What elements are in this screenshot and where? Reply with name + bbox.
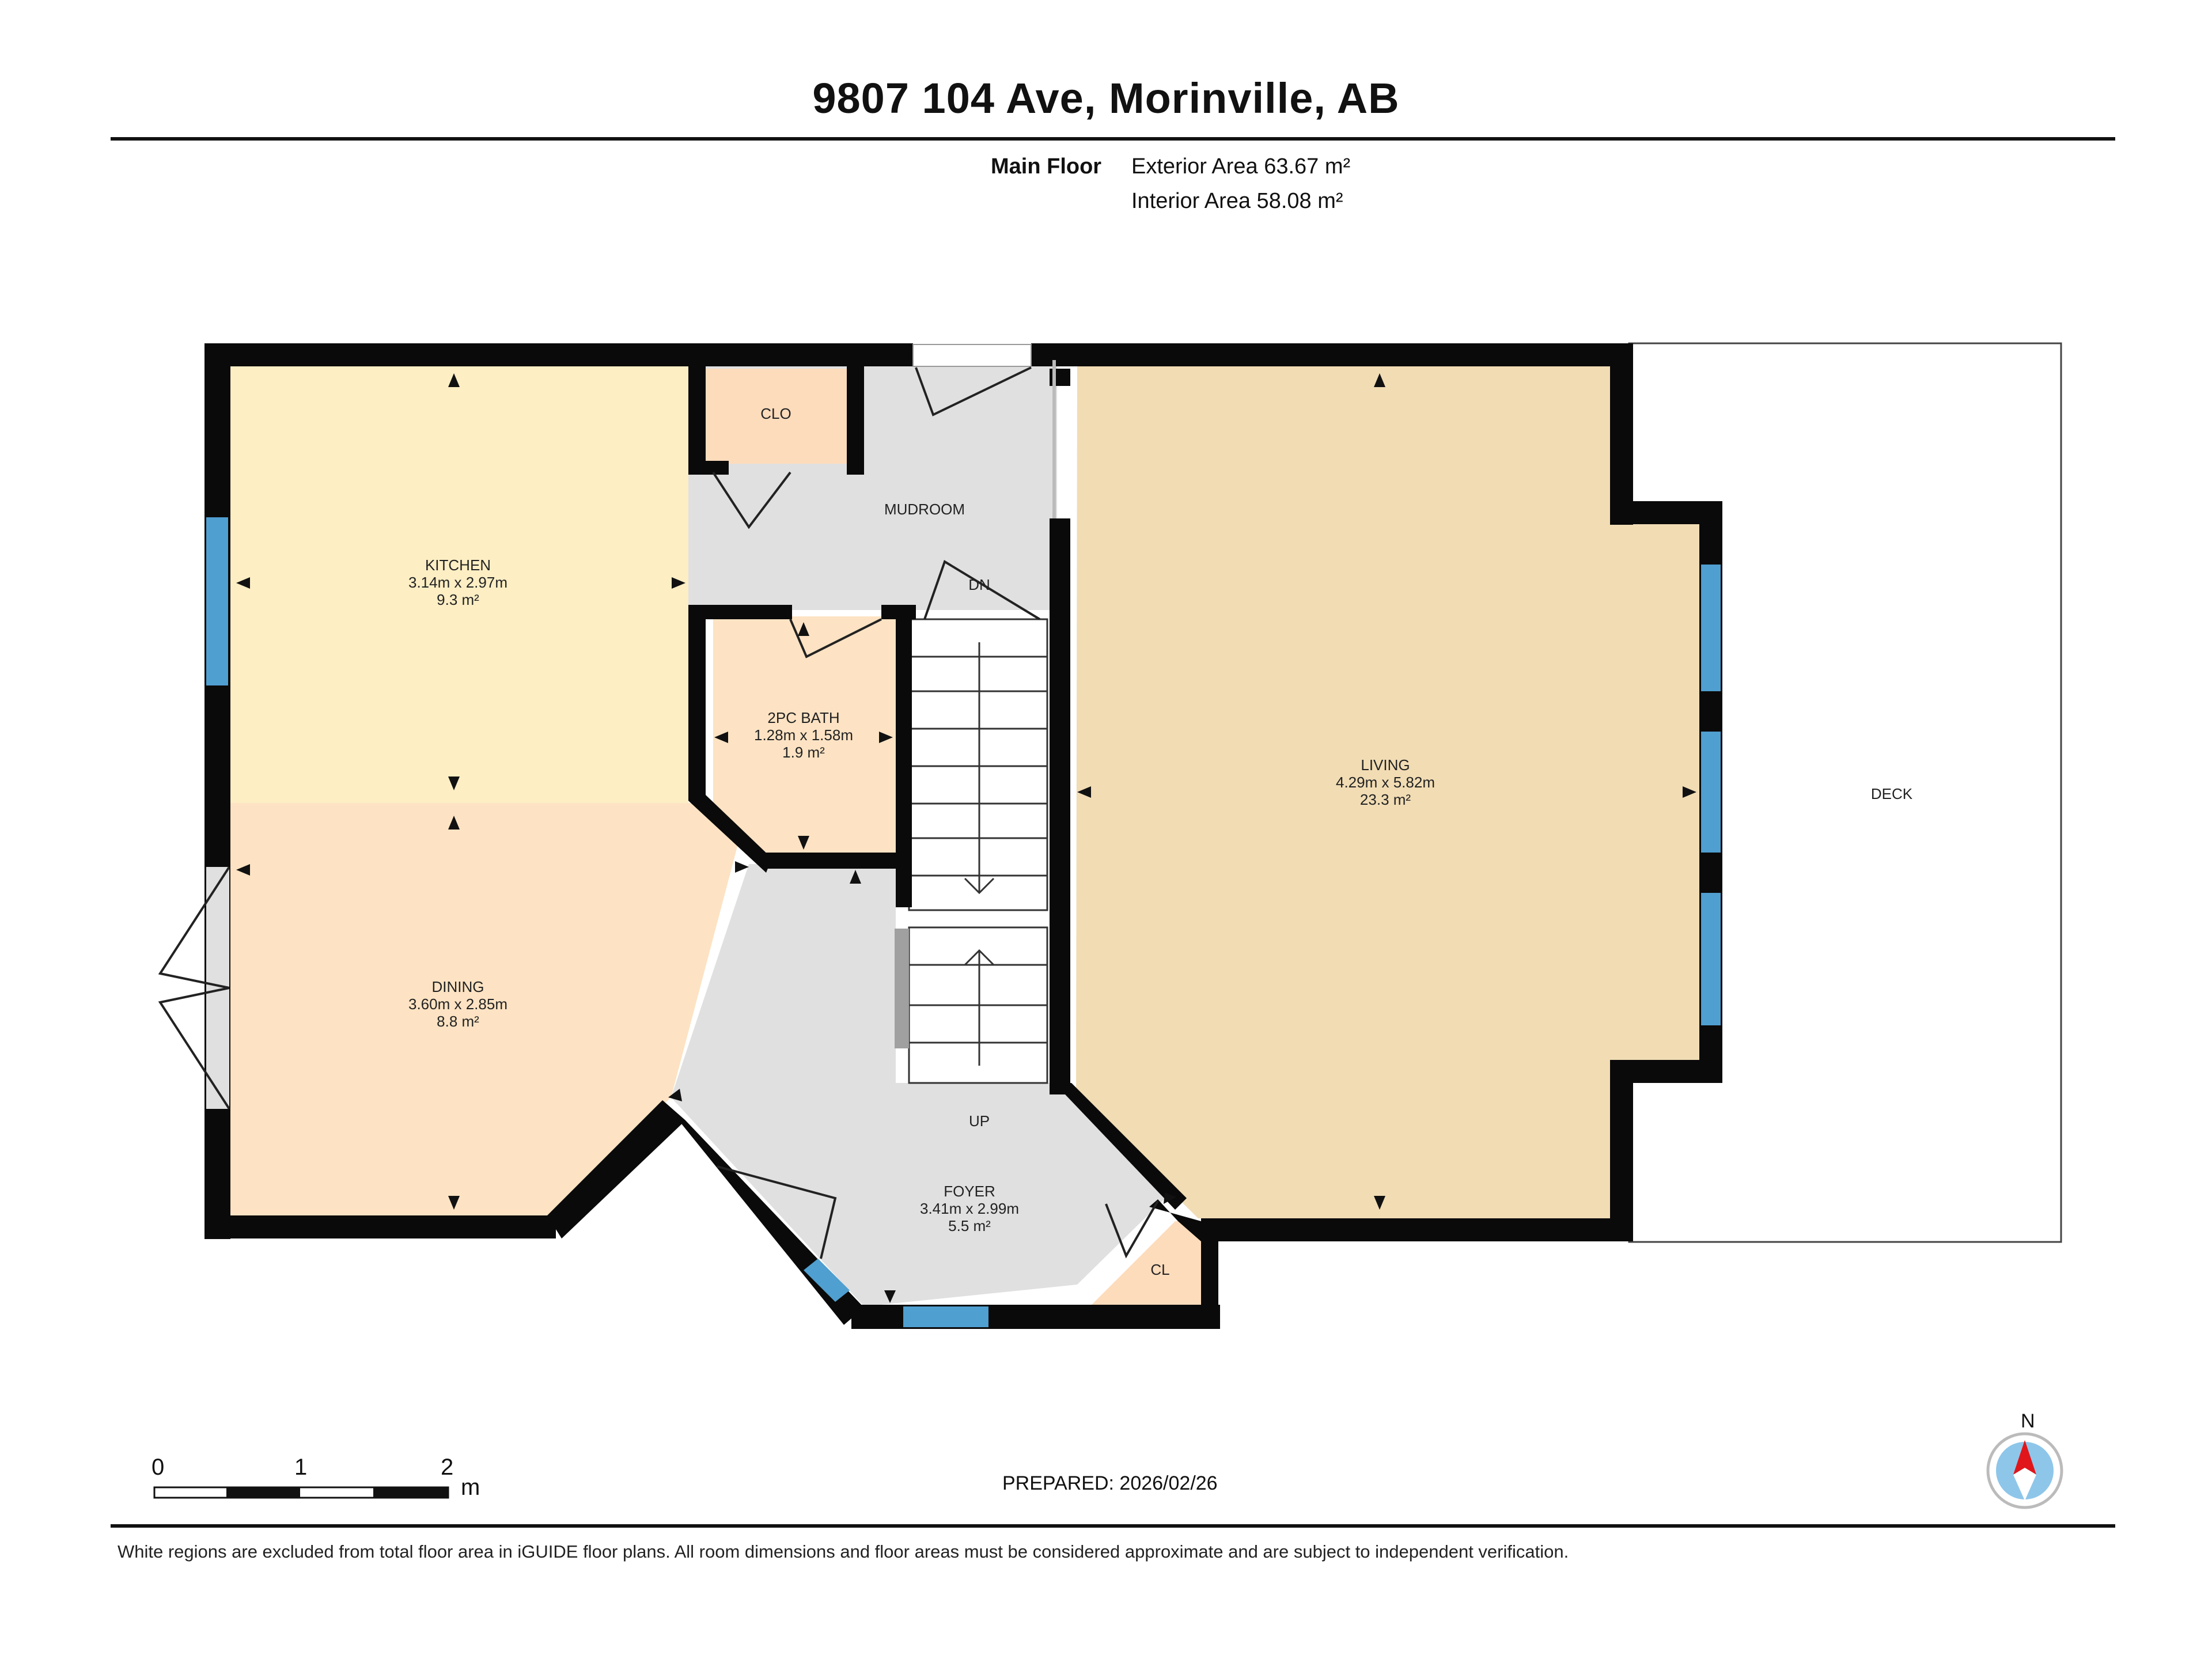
windows: [206, 517, 1721, 1327]
footer-divider: [111, 1524, 2115, 1528]
foyer-area: 5.5 m²: [948, 1217, 991, 1234]
dining-name: DINING: [432, 978, 484, 995]
stair-rail: [895, 929, 909, 1048]
scale-bar: [153, 1486, 449, 1499]
scale-tick-1: 1: [294, 1455, 308, 1480]
foyer-fill: [671, 864, 1168, 1306]
stairs-up-label: UP: [969, 1112, 990, 1130]
foyer-name: FOYER: [944, 1183, 995, 1200]
living-fill: [1076, 365, 1699, 1218]
living-area: 23.3 m²: [1360, 791, 1411, 808]
kitchen-name: KITCHEN: [425, 556, 491, 574]
bath-name: 2PC BATH: [767, 709, 839, 726]
header-divider: [111, 137, 2115, 141]
bath-area: 1.9 m²: [782, 744, 825, 761]
living-name: LIVING: [1361, 756, 1410, 774]
kitchen-fill: [219, 365, 688, 803]
bath-fill: [713, 616, 896, 858]
dining-fill: [219, 803, 749, 1215]
page-title: 9807 104 Ave, Morinville, AB: [812, 74, 1400, 122]
stairs: [908, 618, 1048, 1084]
disclaimer: White regions are excluded from total fl…: [118, 1541, 1569, 1562]
clo-fill: [704, 369, 848, 464]
stairs-down-label: DN: [968, 576, 990, 593]
dining-dims: 3.60m x 2.85m: [408, 995, 507, 1013]
dimension-markers: [236, 373, 1696, 1303]
mudroom-name: MUDROOM: [884, 501, 965, 518]
living-dims: 4.29m x 5.82m: [1336, 774, 1435, 791]
cl-fill: [1086, 1221, 1201, 1310]
dining-area: 8.8 m²: [437, 1013, 479, 1030]
walls: [204, 343, 1722, 1329]
scale-tick-0: 0: [151, 1455, 165, 1480]
floor-label: Main Floor: [991, 154, 1102, 179]
clo-name: CLO: [760, 405, 791, 422]
scale-tick-2: 2: [441, 1455, 454, 1480]
compass-icon: N: [1986, 1410, 2063, 1509]
kitchen-dims: 3.14m x 2.97m: [408, 574, 507, 591]
prepared-date: PREPARED: 2026/02/26: [1002, 1472, 1218, 1494]
interior-area: Interior Area 58.08 m²: [1131, 189, 1343, 213]
compass-north-label: N: [2021, 1410, 2035, 1432]
foyer-dims: 3.41m x 2.99m: [920, 1200, 1019, 1217]
kitchen-area: 9.3 m²: [437, 591, 479, 608]
deck-name: DECK: [1871, 785, 1913, 802]
bath-dims: 1.28m x 1.58m: [754, 726, 853, 744]
exterior-area: Exterior Area 63.67 m²: [1131, 154, 1351, 179]
doors: [158, 344, 1159, 1259]
cl-name: CL: [1150, 1261, 1169, 1278]
scale-unit: m: [461, 1475, 480, 1500]
room-labels: KITCHEN 3.14m x 2.97m 9.3 m² DINING 3.60…: [408, 405, 1913, 1278]
